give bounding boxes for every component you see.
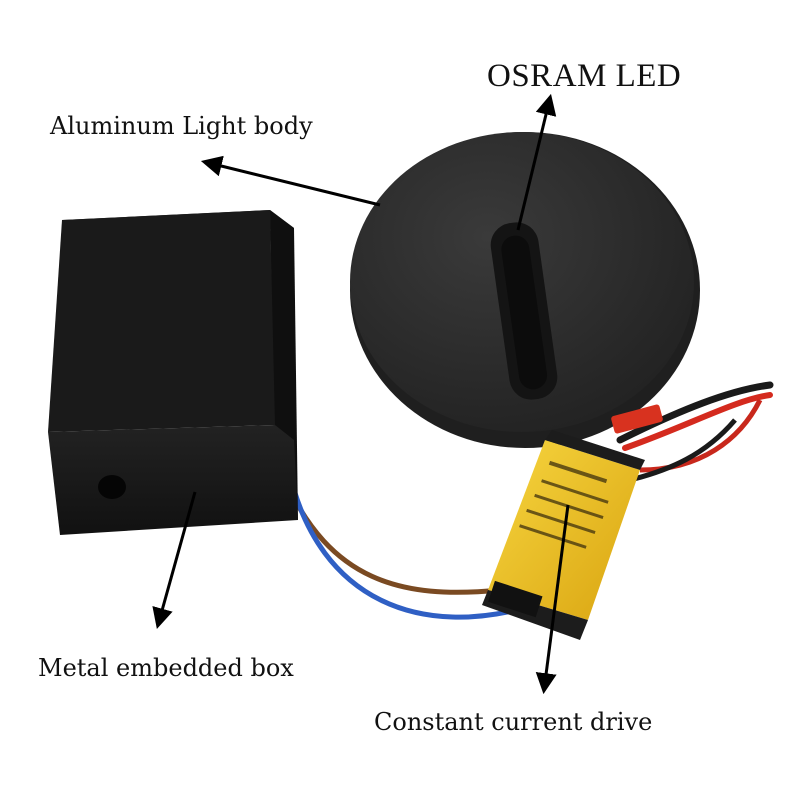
wires (282, 381, 774, 620)
label-aluminum-light-body: Aluminum Light body (50, 112, 313, 140)
wire-blue (287, 474, 536, 620)
arrow-osram (516, 93, 557, 231)
arrow-box (152, 491, 197, 630)
wire-black-to-driver (629, 418, 737, 483)
metal-embedded-box (48, 210, 298, 535)
red-connector (611, 404, 663, 434)
annotation-arrows (152, 93, 570, 695)
label-metal-embedded-box: Metal embedded box (38, 654, 294, 682)
cable-hole (98, 475, 126, 499)
wire-brown (282, 478, 501, 595)
arrow-body (200, 155, 381, 207)
wire-red (622, 392, 773, 451)
wire-black (616, 381, 774, 444)
arrow-drive (535, 504, 570, 695)
aluminum-light-body (350, 132, 700, 448)
label-osram-led: OSRAM LED (487, 58, 682, 94)
label-constant-current-drive: Constant current drive (374, 708, 653, 736)
